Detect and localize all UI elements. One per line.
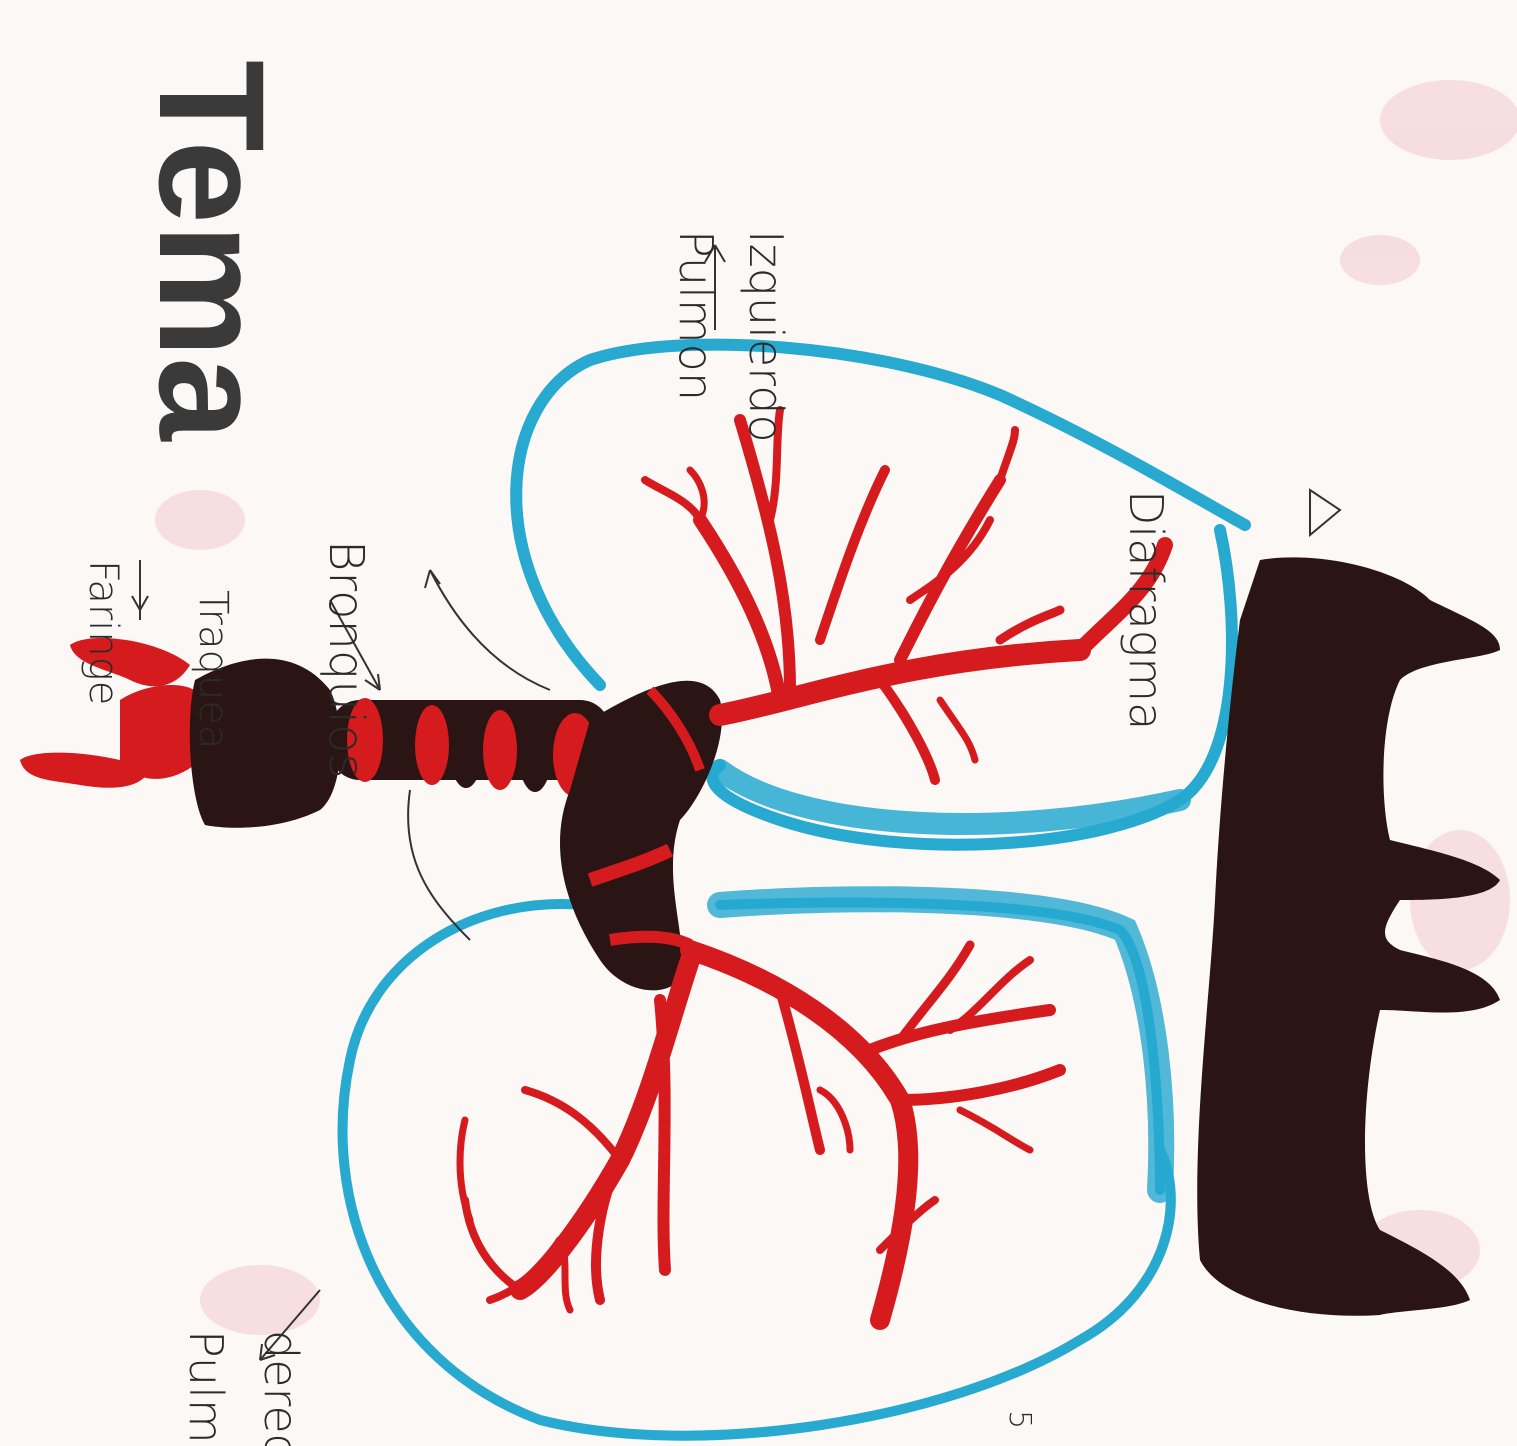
left-lung-inner-edge xyxy=(720,770,1180,824)
svg-text:Faringe: Faringe xyxy=(80,560,126,705)
label-pulmon-izquierdo: Pulmon Izquierdo xyxy=(669,230,793,443)
svg-text:derecho: derecho xyxy=(254,1330,308,1446)
svg-text:Izquierdo: Izquierdo xyxy=(739,230,793,443)
label-traquea: Traquea xyxy=(190,590,236,749)
page-title: Tema xyxy=(128,60,296,442)
label-bronquios: Bronquios xyxy=(318,540,374,779)
svg-text:Tema: Tema xyxy=(128,60,296,442)
right-bronchial-tree xyxy=(460,945,1060,1320)
svg-text:Diafragma: Diafragma xyxy=(1119,490,1173,730)
svg-text:5: 5 xyxy=(1002,1410,1037,1429)
right-lung-inner-edge xyxy=(720,899,1161,1190)
svg-text:Pulmon: Pulmon xyxy=(669,230,723,401)
page-number: 5 xyxy=(1002,1410,1037,1429)
svg-text:Traquea: Traquea xyxy=(190,590,236,749)
label-diafragma: Diafragma xyxy=(1119,490,1173,730)
svg-text:Bronquios: Bronquios xyxy=(318,540,374,779)
svg-text:Pulmon: Pulmon xyxy=(179,1330,233,1446)
label-pulmon-derecho: Pulmon derecho xyxy=(179,1330,308,1446)
left-bronchial-tree xyxy=(645,410,1165,780)
pharynx-model xyxy=(20,638,340,828)
label-faringe: Faringe xyxy=(80,560,126,705)
